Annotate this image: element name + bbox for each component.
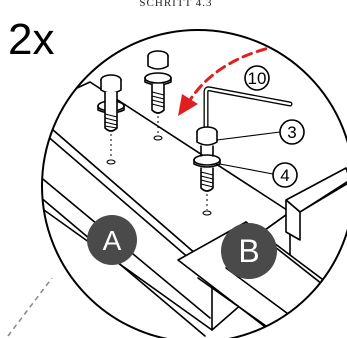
part-a-badge: A [87, 215, 137, 265]
bolt-upper-right [144, 50, 172, 114]
callout-allen-key: 10 [244, 65, 270, 91]
step-label: SCHRITT 4.3 [139, 0, 212, 9]
side-block [285, 167, 347, 241]
callout-washer: 4 [219, 162, 298, 188]
magnifier-circle [41, 29, 347, 338]
pilot-holes [106, 116, 212, 216]
callout-bolt-label: 3 [287, 123, 296, 142]
callout-bolt: 3 [216, 119, 305, 145]
magnified-detail [42, 38, 347, 338]
part-b-badge: B [221, 223, 277, 279]
part-a-label: A [103, 225, 122, 256]
magnifier-leader-line [7, 277, 53, 337]
quantity-multiplier: 2x [8, 15, 54, 64]
part-b-label: B [238, 233, 259, 269]
callout-allen-key-label: 10 [248, 69, 267, 88]
bolt-upper-left [97, 74, 125, 132]
allen-key-icon [203, 86, 293, 129]
callout-washer-label: 4 [280, 166, 289, 185]
bolt-front [193, 126, 221, 192]
